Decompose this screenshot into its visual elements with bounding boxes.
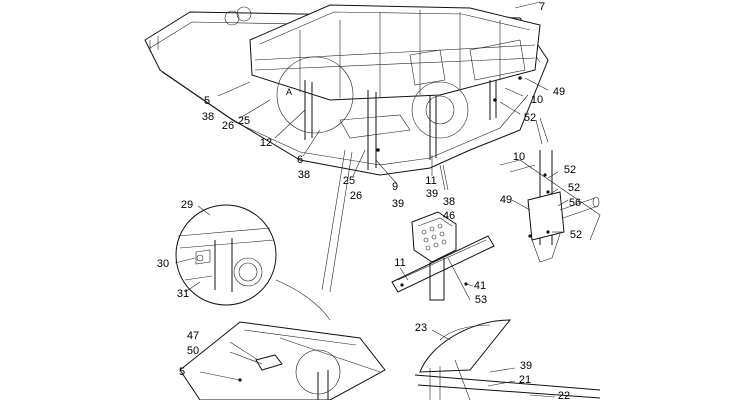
- callout-6: 6: [296, 154, 304, 166]
- callout-10: 10: [530, 94, 544, 106]
- detail-bracket-right: [499, 150, 601, 263]
- callout-26: 26: [221, 120, 235, 132]
- detail-plate-bottom-left: [179, 321, 386, 400]
- callout-47: 47: [186, 330, 200, 342]
- callout-25: 25: [342, 175, 356, 187]
- callout-52: 52: [523, 112, 537, 124]
- callout-26: 26: [349, 190, 363, 202]
- callout-38: 38: [297, 169, 311, 181]
- callout-30: 30: [156, 258, 170, 270]
- callout-39: 39: [425, 188, 439, 200]
- callout-22: 22: [557, 390, 571, 400]
- callout-12: 12: [259, 137, 273, 149]
- callout-38: 38: [201, 111, 215, 123]
- callout-41: 41: [473, 280, 487, 292]
- callout-25: 25: [237, 115, 251, 127]
- callout-39: 39: [519, 360, 533, 372]
- callout-52: 52: [569, 229, 583, 241]
- callout-23: 23: [414, 322, 428, 334]
- callout-7: 7: [538, 1, 546, 13]
- callout-29: 29: [180, 199, 194, 211]
- callout-11: 11: [394, 257, 406, 269]
- callout-52: 52: [563, 164, 577, 176]
- callout-5: 5: [178, 366, 186, 378]
- callout-11: 11: [425, 175, 437, 187]
- callout-21: 21: [518, 374, 532, 386]
- callout-56: 56: [568, 197, 582, 209]
- callout-9: 9: [391, 181, 399, 193]
- callout-50: 50: [186, 345, 200, 357]
- callout-5: 5: [203, 95, 211, 107]
- detail-cover-bottom-right: [414, 319, 601, 400]
- detail-mount-center: [391, 211, 495, 301]
- callout-a: A: [285, 87, 293, 97]
- detail-circle-left: [174, 204, 331, 321]
- callout-46: 46: [442, 210, 456, 222]
- main-frame-assembly: [144, 4, 549, 176]
- callout-31: 31: [176, 288, 190, 300]
- callout-39: 39: [391, 198, 405, 210]
- callout-38: 38: [442, 196, 456, 208]
- callout-52: 52: [567, 182, 581, 194]
- callout-49: 49: [499, 194, 513, 206]
- callout-49: 49: [552, 86, 566, 98]
- callout-53: 53: [474, 294, 488, 306]
- callout-10: 10: [512, 151, 526, 163]
- main-leader-lines: [217, 1, 549, 293]
